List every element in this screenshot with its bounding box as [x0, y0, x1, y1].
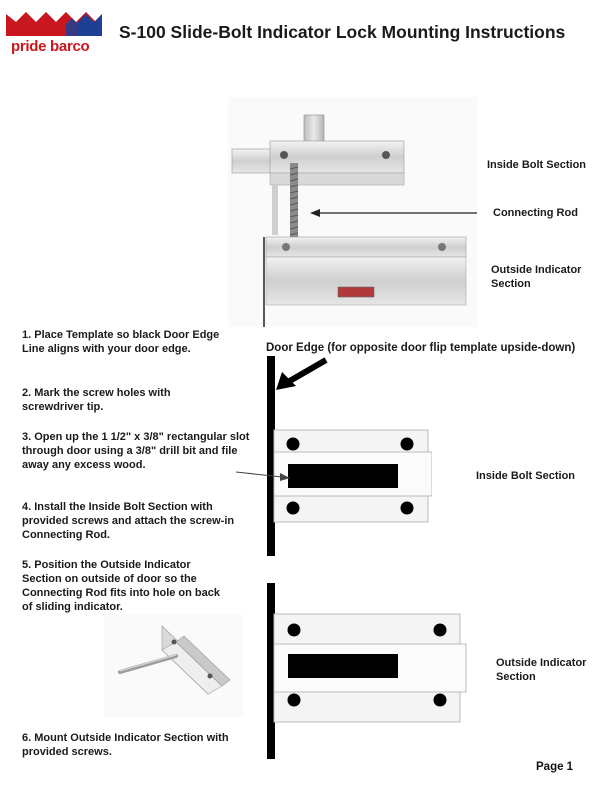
- step-1: 1. Place Template so black Door Edge Lin…: [22, 329, 220, 355]
- outside-indicator-photo: [104, 614, 243, 717]
- slot-cutout: [288, 654, 398, 678]
- inside-bolt-section-label: Inside Bolt Section: [476, 470, 576, 482]
- screw-hole: [433, 693, 447, 707]
- inside-bolt-section-label: Inside Bolt Section: [487, 159, 587, 171]
- inside-bolt-template: [273, 429, 432, 523]
- door-edge-line: [267, 356, 275, 556]
- screw-hole: [286, 437, 300, 451]
- screw-hole: [286, 501, 300, 515]
- logo-mark-icon: [6, 12, 102, 36]
- screw-hole: [287, 693, 301, 707]
- lock-assembly-illustration: [231, 114, 477, 327]
- door-edge-label: Door Edge (for opposite door flip templa…: [266, 342, 576, 354]
- slot-pointer-icon: [236, 471, 290, 481]
- pride-barco-logo: pride barco: [6, 10, 102, 58]
- door-edge-line: [267, 583, 275, 759]
- step-6: 6. Mount Outside Indicator Section with …: [22, 732, 229, 758]
- screw-hole: [433, 623, 447, 637]
- step-4: 4. Install the Inside Bolt Section with …: [22, 501, 235, 541]
- screw-hole: [400, 501, 414, 515]
- door-edge-arrow-icon: [276, 357, 328, 390]
- page-number: Page 1: [536, 761, 574, 773]
- brand-name: pride barco: [11, 38, 90, 55]
- screw-hole: [400, 437, 414, 451]
- slot-cutout: [288, 464, 398, 488]
- screw-hole: [287, 623, 301, 637]
- step-3: 3. Open up the 1 1/2" x 3/8" rectangular…: [22, 431, 250, 471]
- lock-assembly-photo: [228, 97, 477, 327]
- connecting-rod-label: Connecting Rod: [493, 207, 578, 219]
- step-5: 5. Position the Outside Indicator Sectio…: [22, 559, 220, 613]
- page-title: S-100 Slide-Bolt Indicator Lock Mounting…: [119, 22, 566, 42]
- outside-indicator-template: [273, 613, 467, 723]
- outside-indicator-illustration: [118, 625, 231, 695]
- outside-indicator-section-label: Outside Indicator Section: [496, 657, 587, 683]
- outside-indicator-section-label: Outside Indicator Section: [491, 264, 582, 290]
- step-2: 2. Mark the screw holes with screwdriver…: [22, 387, 171, 413]
